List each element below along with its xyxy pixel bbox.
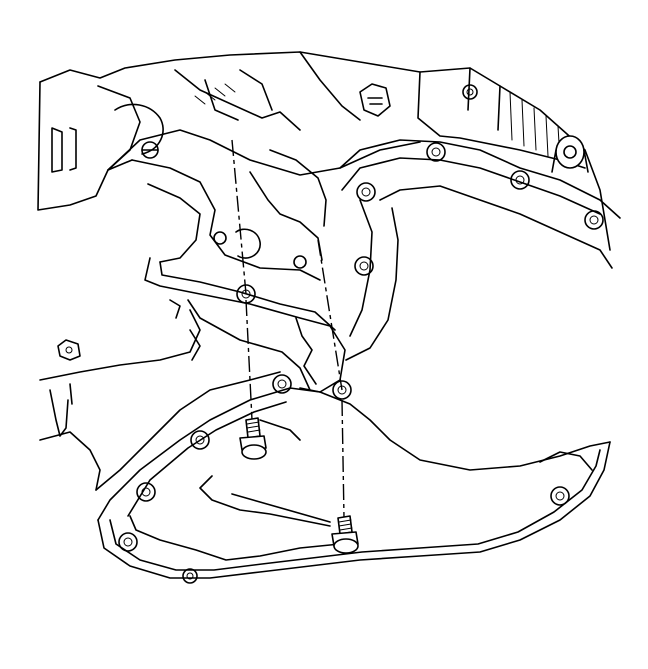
transmission-bracket [107,129,421,400]
bracket-bolt-left [231,139,267,460]
engine-block [37,51,611,251]
lower-oil-pan [97,374,611,584]
transmission-case-left [39,299,281,491]
bracket-bolt-right [317,239,359,554]
upper-oil-pan-flange [339,139,621,361]
